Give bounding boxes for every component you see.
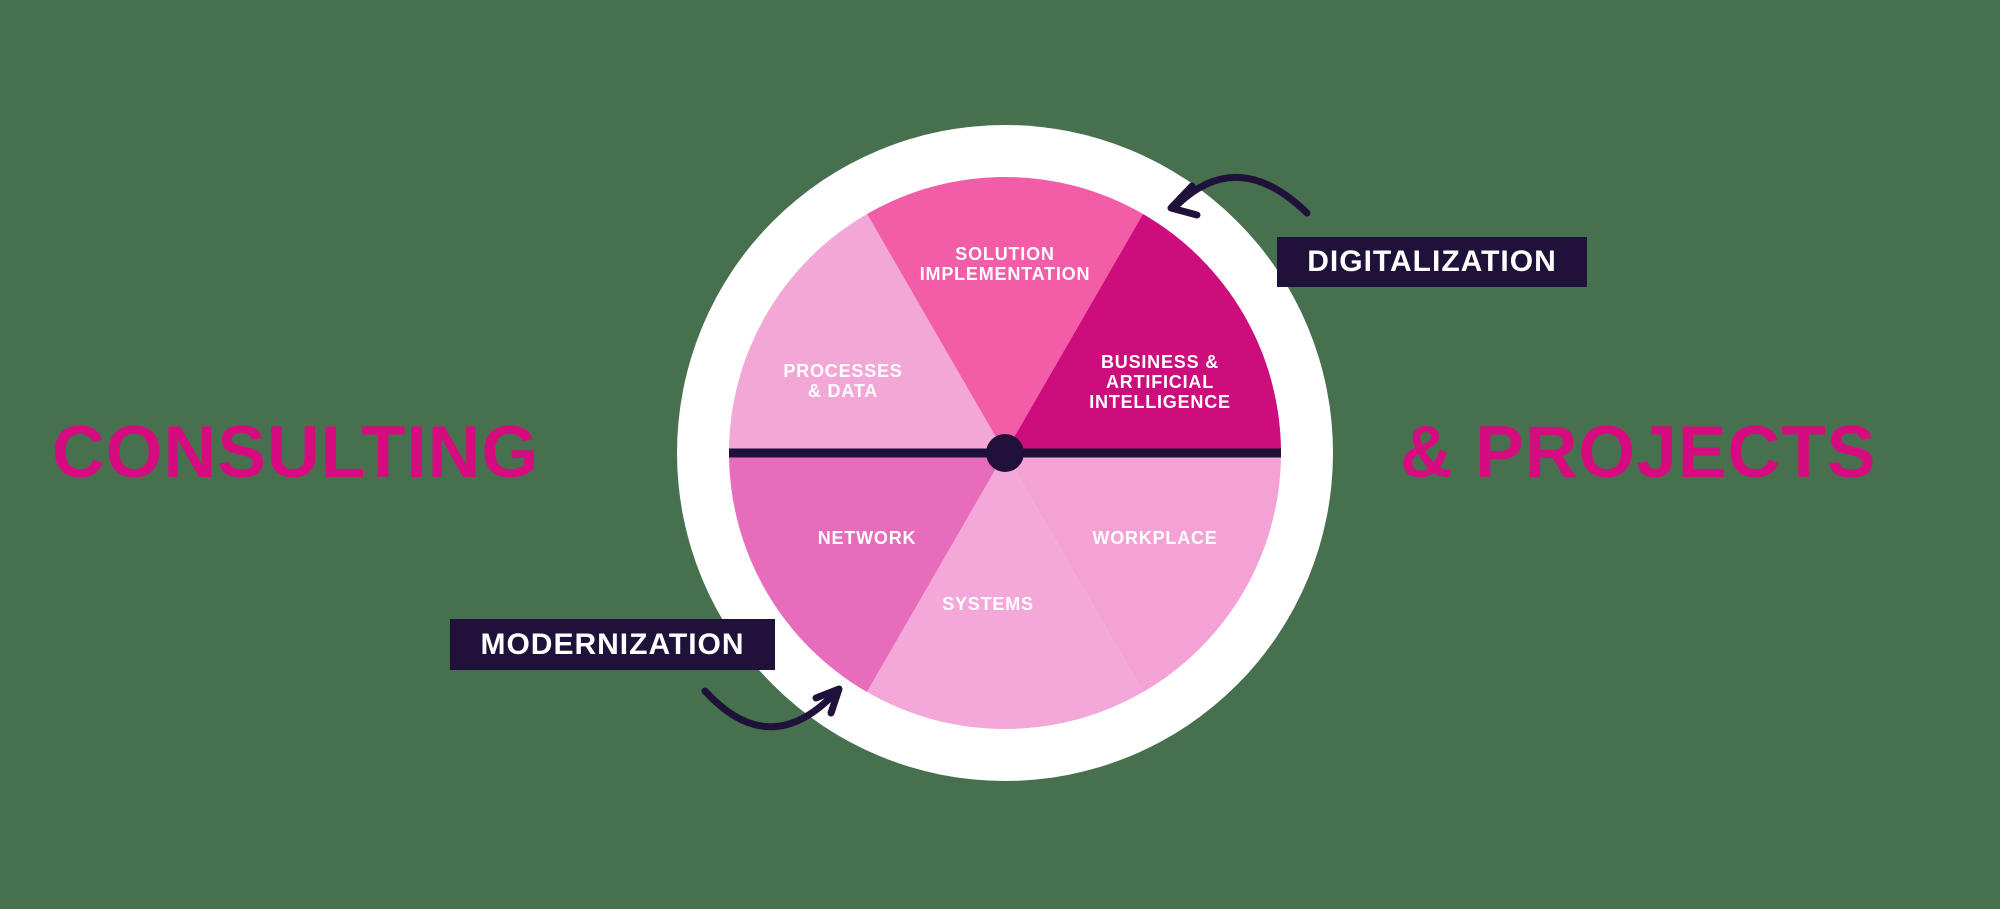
- wheel-segment-label-processes-data: PROCESSES & DATA: [783, 361, 903, 401]
- digitalization-badge-label: DIGITALIZATION: [1307, 245, 1557, 278]
- wheel-segment-label-systems: SYSTEMS: [942, 594, 1034, 614]
- wheel-segment-solution-implementation: [867, 177, 1143, 453]
- wheel-segment-systems: [867, 453, 1143, 729]
- headline-projects: & PROJECTS: [1400, 411, 1877, 493]
- modernization-arrowhead-icon: [812, 685, 843, 717]
- wheel-segment-workplace: [1005, 453, 1281, 692]
- headline-consulting: CONSULTING: [52, 411, 540, 493]
- wheel-segment-network: [729, 453, 1005, 692]
- wheel-segment-label-workplace: WORKPLACE: [1092, 528, 1218, 548]
- wheel-segment-label-business-artificial-intelligence: BUSINESS & ARTIFICIAL INTELLIGENCE: [1089, 352, 1231, 412]
- wheel-segments-group: [729, 177, 1281, 729]
- digitalization-badge: DIGITALIZATION: [1277, 237, 1587, 287]
- modernization-badge-label: MODERNIZATION: [480, 627, 745, 661]
- wheel-segment-business-artificial-intelligence: [1005, 214, 1281, 453]
- modernization-badge: MODERNIZATION: [450, 619, 775, 670]
- wheel-center-dot: [986, 434, 1024, 472]
- digitalization-arrowhead-icon: [1167, 182, 1201, 219]
- wheel-segment-label-network: NETWORK: [817, 528, 917, 548]
- wheel-segment-processes-data: [729, 214, 1005, 453]
- modernization-arrow: [701, 687, 840, 731]
- wheel-segment-label-solution-implementation: SOLUTION IMPLEMENTATION: [919, 244, 1091, 284]
- digitalization-arrow: [1173, 173, 1311, 217]
